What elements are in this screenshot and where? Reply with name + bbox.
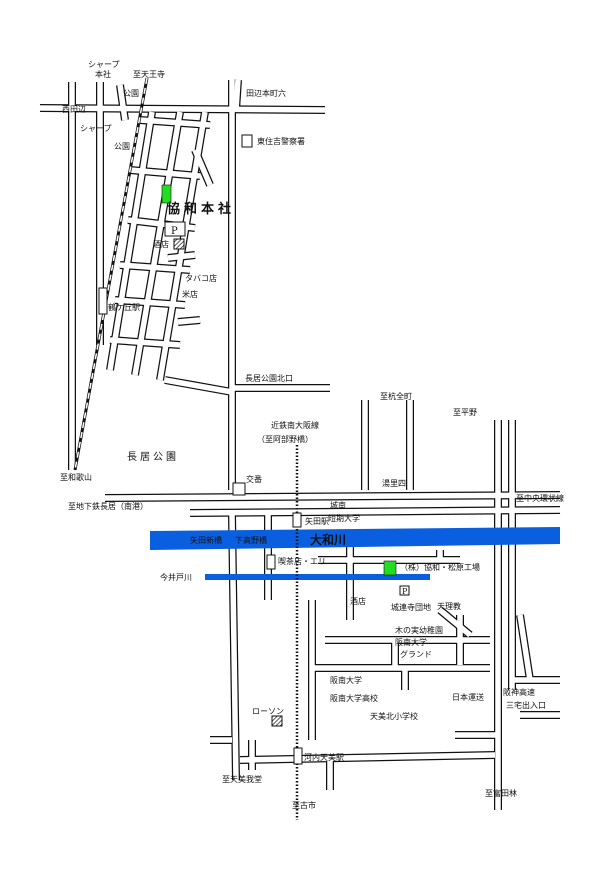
label-cafe: 喫茶店・エリ [278,556,326,566]
road-segment [167,252,196,261]
koban-box [232,482,246,496]
label-amami-kita: 天美北小学校 [370,711,418,721]
label-tenri: 天理教 [437,601,461,611]
lawson-marker [271,715,283,727]
police-box [241,134,253,148]
kawachi-amami-station [293,747,303,765]
road-segment [109,337,181,348]
label-kinomi: 木の実幼稚園 [395,625,443,635]
label-shimotakano: 下高野橋 [235,535,267,545]
label-kawachi-amami: 河内天美駅 [304,752,344,762]
label-sharp-hq: シャープ [88,60,120,69]
label-hanshin: 阪神高速 [503,687,535,697]
label-sharp-hq-2: 本社 [95,69,111,79]
label-to-subway: 至地下鉄長居（南港） [68,501,148,511]
road-segment [517,614,533,681]
road-segment [164,377,233,395]
label-parking: P [171,226,178,237]
label-nagai-kita: 長居公園北口 [245,374,293,383]
label-ground: 阪南大学 [395,637,427,647]
road-segment [132,111,183,376]
label-imaido: 今井戸川 [160,572,192,582]
label-yata-bridge: 矢田新橋 [190,535,222,545]
label-jorenji: 城連寺団地 [391,602,431,612]
road-segment [39,105,326,113]
label-to-amami-gado: 至天美我堂 [222,774,262,784]
road-segment [117,84,128,121]
yata-station [292,512,302,528]
label-parking2: P [402,587,408,596]
label-hanshin-2: 三宅出入口 [506,700,546,710]
railway-top [73,77,149,471]
label-to-hirano: 至平野 [453,408,477,417]
parking2-box [399,585,410,596]
road-segment [192,148,213,187]
yamato-river [150,527,560,550]
label-koban: 交番 [246,474,262,484]
label-kintetsu: 近鉄南大阪線 [271,420,319,430]
label-park-top: 公園 [123,89,139,98]
kyowa-hq-building [161,184,172,204]
parking-box [164,221,186,237]
imaido-river [205,574,430,580]
road-segment [233,79,241,111]
label-to-chuo: 至中央環状線 [516,493,564,503]
road-segment [139,117,211,128]
road-segment [438,607,472,638]
label-to-kotsuzen: 至杭全町 [380,391,412,401]
label-tanabe-honmachi: 田辺本町六 [246,88,286,98]
label-kyowa-factory: （株）協和・松原工場 [400,562,480,572]
road-segment [177,317,201,325]
label-yamato-river: 大和川 [310,532,346,547]
label-kintetsu-2: （至阿部野橋） [257,434,313,444]
road-segment [107,111,155,371]
label-sharp: シャープ [80,124,112,133]
road-segment [119,262,191,273]
label-liquor-top: 酒店 [153,239,169,249]
label-to-wakayama: 至和歌山 [60,472,92,482]
label-jonan: 城南 [330,500,346,510]
label-nippon-unso: 日本運送 [452,692,484,702]
road-segment [229,514,239,781]
label-to-tennoji: 至天王寺 [133,70,165,79]
road-segment [239,752,496,763]
label-hannan-high: 阪南大学高校 [330,693,378,703]
label-hannan-univ: 阪南大学 [330,675,362,685]
liquor-store-marker [173,238,185,250]
label-yata-station: 矢田駅 [305,516,329,526]
label-nishitanabe: 西田辺 [62,105,86,114]
cafe-box [266,554,276,570]
label-nagai-park: 長居公園 [127,451,179,463]
label-tobacco: タバコ店 [185,273,217,283]
road-segment [189,507,561,516]
label-to-tondabayashi: 至富田林 [485,788,517,798]
label-to-furuichi: 至古市 [292,800,316,810]
label-police: 東住吉警察署 [257,136,305,146]
label-rice: 米店 [182,289,198,299]
label-tanki: 短期大学 [328,513,360,523]
kyowa-factory-building [383,560,397,576]
road-segment [104,492,561,501]
road-segment [129,167,201,179]
label-lawson: ローソン [252,707,284,716]
label-yuzato: 湯里四 [382,478,406,488]
label-liquor-bot: 酒店 [350,596,366,606]
tsurugaoka-station [98,287,108,315]
road-segment [114,297,186,308]
label-ground-2: グランド [400,649,432,659]
label-kyowa-hq: 協和本社 [167,201,235,217]
label-park-mid: 公園 [114,142,130,151]
label-tsurugaoka: 鶴ケ丘駅 [108,302,140,312]
